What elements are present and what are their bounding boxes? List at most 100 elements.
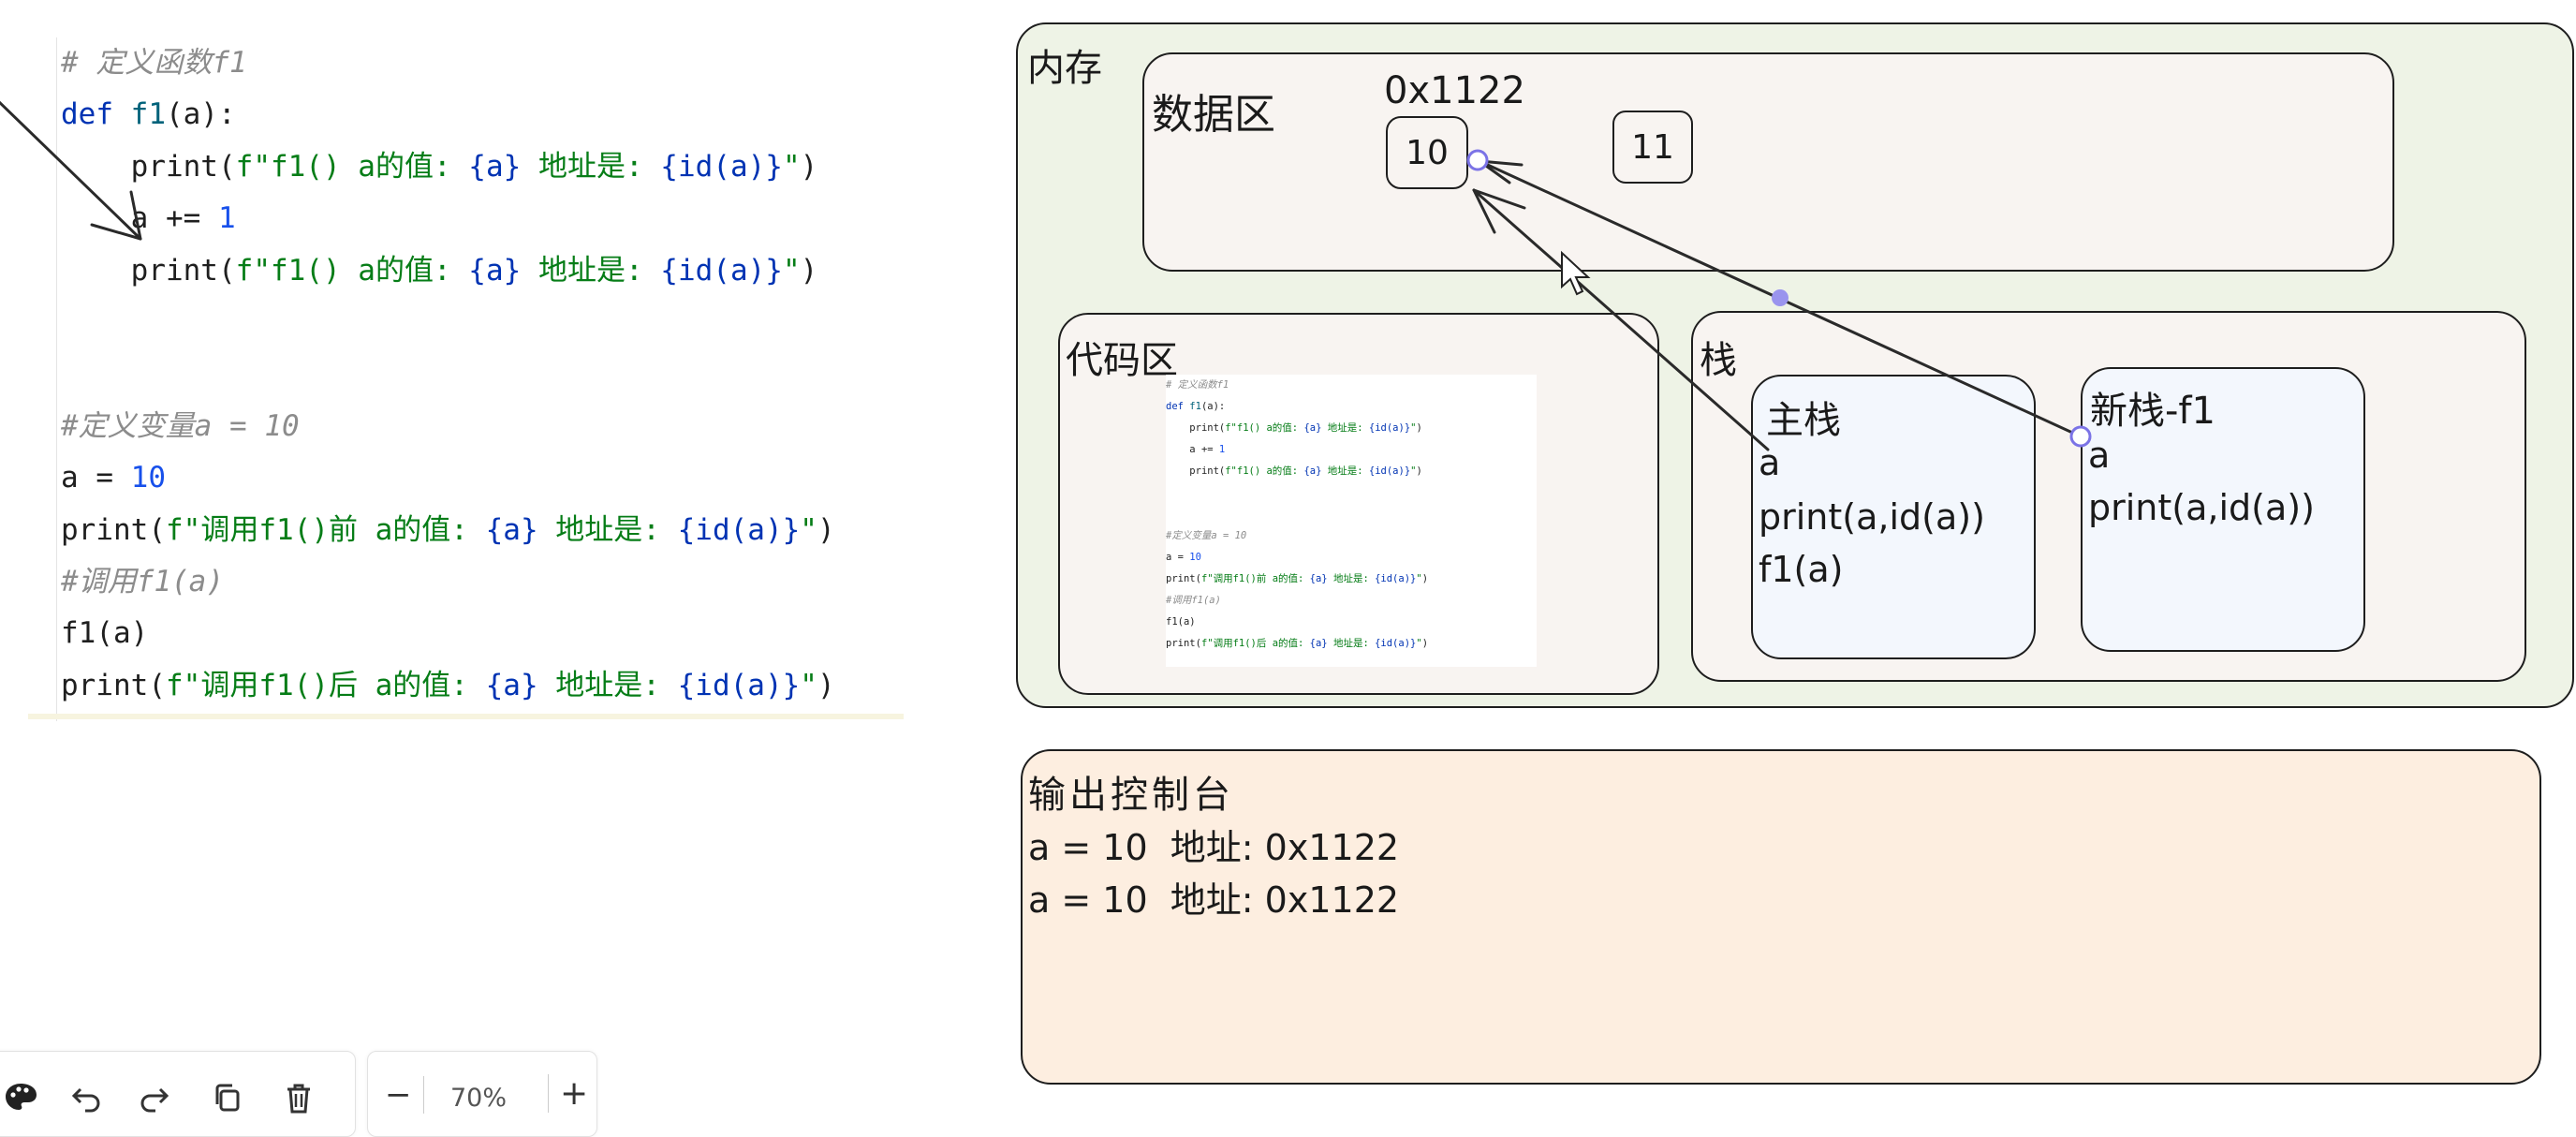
code-token: ) <box>817 512 835 547</box>
code-token: {a} <box>1303 465 1322 477</box>
code-token: 10 <box>1189 552 1201 563</box>
code-token: a += <box>130 201 218 236</box>
console-panel[interactable] <box>1021 749 2541 1085</box>
code-line[interactable]: #调用f1(a) <box>61 556 936 608</box>
address-label: 0x1122 <box>1384 69 1525 112</box>
code-line[interactable]: def f1(a): <box>61 89 936 140</box>
code-line[interactable]: def f1(a): <box>1166 396 1537 418</box>
code-token: 地址是: <box>1327 573 1376 584</box>
code-line[interactable]: print(f"调用f1()后 a的值: {a} 地址是: {id(a)}") <box>61 660 936 712</box>
code-token: print <box>130 149 218 184</box>
code-line[interactable]: #定义变量a = 10 <box>1166 525 1537 547</box>
code-token: print <box>1166 638 1196 649</box>
code-line[interactable]: a = 10 <box>61 452 936 504</box>
zoom-in-button[interactable]: + <box>548 1074 588 1113</box>
new-stack-title: 新栈-f1 <box>2090 390 2215 433</box>
edit-toolbar <box>0 1051 356 1137</box>
code-line[interactable]: a = 10 <box>1166 547 1537 568</box>
code-token: a = <box>61 461 131 495</box>
code-area-label: 代码区 <box>1066 339 1178 382</box>
code-token: 地址是: <box>537 668 678 702</box>
code-token: ( <box>217 149 236 184</box>
value-box-11[interactable]: 11 <box>1612 111 1693 184</box>
stack-label: 栈 <box>1700 339 1737 382</box>
code-line[interactable]: # 定义函数f1 <box>61 37 936 89</box>
code-line[interactable]: #调用f1(a) <box>1166 590 1537 612</box>
code-token: print <box>1189 465 1219 477</box>
code-token: f"调用f1()前 a的值: <box>1200 573 1310 584</box>
code-line[interactable]: #定义变量a = 10 <box>61 401 936 452</box>
code-line[interactable]: print(f"f1() a的值: {a} 地址是: {id(a)}") <box>1166 418 1537 439</box>
console-line-1: a = 10 地址: 0x1122 <box>1028 827 1400 868</box>
zoom-out-button[interactable]: − <box>385 1076 424 1114</box>
value-box-10[interactable]: 10 <box>1386 116 1468 189</box>
code-line[interactable]: print(f"f1() a的值: {a} 地址是: {id(a)}") <box>61 245 936 297</box>
code-token: f"f1() a的值: <box>1225 465 1304 477</box>
new-stack-frame[interactable] <box>2081 367 2365 652</box>
code-line[interactable] <box>1166 504 1537 525</box>
code-token: (a): <box>165 97 236 132</box>
code-token: 地址是: <box>1327 638 1376 649</box>
data-area-panel[interactable] <box>1142 52 2394 272</box>
value-10-text: 10 <box>1406 133 1449 172</box>
code-line[interactable]: print(f"调用f1()后 a的值: {a} 地址是: {id(a)}") <box>1166 633 1537 655</box>
main-stack-var-a: a <box>1759 442 1781 483</box>
code-line[interactable]: # 定义函数f1 <box>1166 375 1537 396</box>
code-token: f1(a) <box>1166 616 1196 628</box>
code-token: f"f1() a的值: <box>235 149 469 184</box>
code-token: " <box>1410 422 1417 434</box>
code-token: ( <box>1218 465 1226 477</box>
code-line[interactable]: f1(a) <box>1166 612 1537 633</box>
code-token: {id(a)} <box>677 512 801 547</box>
code-token: ( <box>148 512 166 547</box>
new-stack-print: print(a,id(a)) <box>2088 487 2315 528</box>
code-line[interactable] <box>61 297 936 348</box>
code-line[interactable]: print(f"f1() a的值: {a} 地址是: {id(a)}") <box>1166 461 1537 482</box>
redo-icon[interactable] <box>137 1080 172 1115</box>
code-token: def <box>1166 401 1190 412</box>
console-line-2: a = 10 地址: 0x1122 <box>1028 879 1400 921</box>
code-token: {id(a)} <box>660 253 783 288</box>
code-line[interactable]: print(f"f1() a的值: {a} 地址是: {id(a)}") <box>61 141 936 193</box>
memory-label: 内存 <box>1027 47 1102 90</box>
code-line[interactable] <box>61 348 936 400</box>
code-line[interactable]: print(f"调用f1()前 a的值: {a} 地址是: {id(a)}") <box>61 505 936 556</box>
code-line[interactable]: a += 1 <box>1166 439 1537 461</box>
undo-icon[interactable] <box>68 1080 104 1115</box>
trash-icon[interactable] <box>281 1080 316 1115</box>
code-line[interactable] <box>1166 482 1537 504</box>
code-token: {id(a)} <box>660 149 783 184</box>
code-token: {a} <box>1309 573 1328 584</box>
code-token: {a} <box>485 512 538 547</box>
code-token: {a} <box>468 149 522 184</box>
code-token: {id(a)} <box>1368 465 1411 477</box>
code-line[interactable]: print(f"调用f1()前 a的值: {a} 地址是: {id(a)}") <box>1166 568 1537 590</box>
code-token: {a} <box>1309 638 1328 649</box>
code-token: {id(a)} <box>677 668 801 702</box>
code-token: " <box>1416 638 1422 649</box>
code-token: 地址是: <box>1321 422 1369 434</box>
code-token: 地址是: <box>521 149 661 184</box>
code-token: print <box>61 668 149 702</box>
palette-icon[interactable] <box>3 1080 38 1115</box>
code-line[interactable]: f1(a) <box>61 608 936 659</box>
code-token: ) <box>1416 422 1422 434</box>
code-token: print <box>130 253 218 288</box>
code-token: # 定义函数f1 <box>1166 379 1229 391</box>
current-line-highlight <box>28 714 904 719</box>
code-token: #调用f1(a) <box>1166 595 1221 606</box>
code-token: print <box>1189 422 1219 434</box>
code-token: 1 <box>217 201 236 236</box>
code-token: (a): <box>1200 401 1226 412</box>
code-token: #定义变量a = 10 <box>61 408 300 443</box>
code-line[interactable]: a += 1 <box>61 193 936 244</box>
code-token: ) <box>800 149 818 184</box>
code-token: print <box>61 512 149 547</box>
code-token: " <box>800 512 817 547</box>
code-token: ( <box>1195 573 1201 584</box>
code-token: ( <box>148 668 166 702</box>
code-token: a = <box>1166 552 1190 563</box>
copy-icon[interactable] <box>210 1080 245 1115</box>
